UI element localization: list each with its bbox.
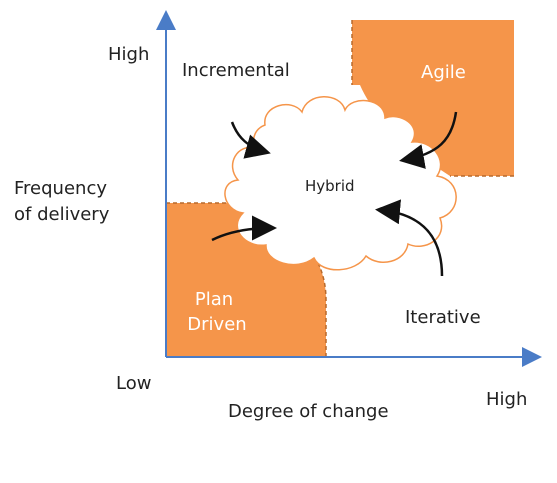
x-axis-high-label: High — [486, 389, 528, 410]
arrow-incremental-to-hybrid — [230, 121, 271, 159]
y-axis-high-label: High — [108, 44, 150, 65]
plan-driven-label-line2: Driven — [187, 314, 247, 335]
x-axis-title: Degree of change — [228, 401, 389, 422]
hybrid-cloud — [224, 96, 457, 271]
arrow-plan-driven-to-hybrid — [211, 215, 277, 242]
arrow-iterative-to-hybrid — [375, 199, 444, 277]
x-axis-low-label: Low — [116, 373, 152, 394]
arrow-agile-to-hybrid — [399, 111, 458, 169]
hybrid-label: Hybrid — [305, 177, 355, 195]
y-axis-title-line1: Frequency — [14, 178, 107, 199]
agile-label: Agile — [421, 62, 466, 83]
agile-dashed-edge — [351, 20, 514, 177]
incremental-label: Incremental — [182, 60, 290, 81]
iterative-label: Iterative — [405, 307, 481, 328]
agile-block — [352, 20, 514, 176]
y-axis-title-line2: of delivery — [14, 204, 110, 225]
plan-driven-label-line1: Plan — [194, 289, 234, 310]
